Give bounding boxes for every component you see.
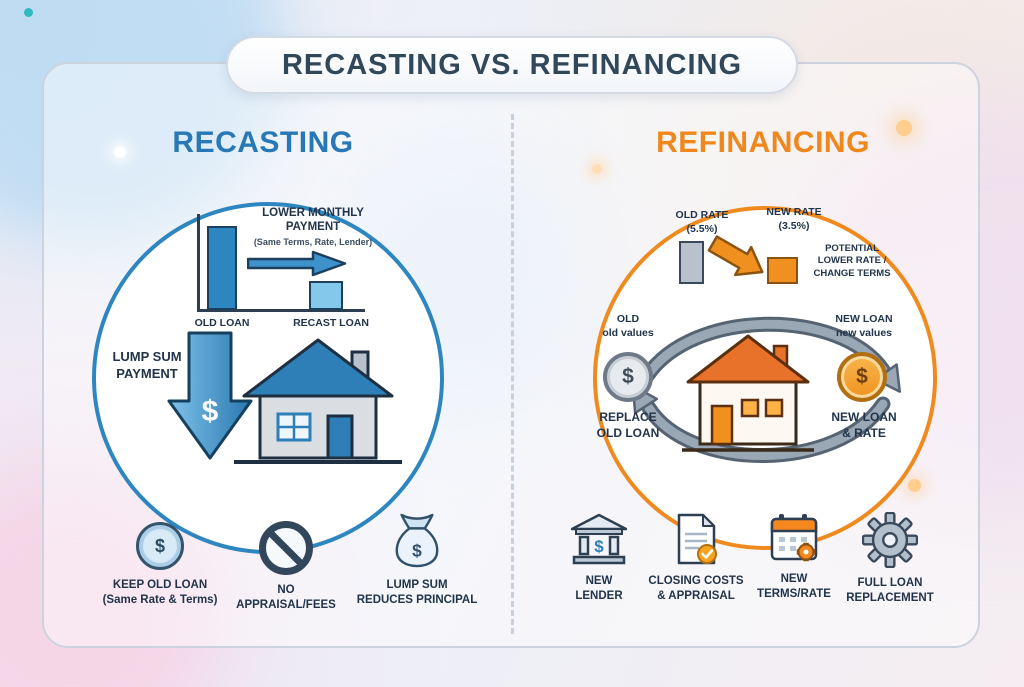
glow-dot-teal [24, 8, 33, 17]
old-loan-coin-icon: $ [603, 352, 653, 402]
benefit-lump-sum-principal: $ LUMP SUM REDUCES PRINCIPAL [344, 512, 490, 608]
gear-icon [862, 512, 918, 568]
new-loan-top-label: NEW LOAN new values [835, 313, 893, 339]
dollar-sign: $ [622, 365, 634, 388]
lump-sum-label: LUMP SUM PAYMENT [112, 349, 182, 381]
recasting-chart-caption: LOWER MONTHLY PAYMENT (Same Terms, Rate,… [228, 206, 398, 247]
refinancing-house-icon [682, 334, 814, 452]
replace-old-loan-label: REPLACE OLD LOAN [596, 410, 660, 440]
old-rate-bar [679, 241, 704, 284]
no-symbol-slash [267, 530, 305, 567]
bank-icon: $ [571, 513, 627, 565]
benefit-keep-old-loan: $ KEEP OLD LOAN (Same Rate & Terms) [78, 522, 242, 608]
recasting-house-icon [234, 338, 402, 464]
feature-label: FULL LOAN REPLACEMENT [846, 577, 934, 604]
old-loan-bar-label: OLD LOAN [194, 317, 250, 329]
new-loan-coin-icon: $ [837, 352, 887, 402]
glow-dot-white [114, 146, 126, 158]
dollar-sign: $ [154, 535, 165, 556]
payment-decrease-arrow-icon [247, 250, 347, 277]
glow-dot-orange [908, 479, 921, 492]
title-banner: RECASTING VS. REFINANCING [226, 36, 798, 94]
chart-subcaption-text: (Same Terms, Rate, Lender) [253, 236, 373, 247]
benefit-label: KEEP OLD LOAN (Same Rate & Terms) [102, 579, 218, 606]
dollar-coin-icon: $ [136, 522, 184, 570]
closing-document-icon [677, 513, 717, 565]
dollar-sign: $ [856, 365, 868, 388]
feature-full-replacement: FULL LOAN REPLACEMENT [834, 512, 946, 606]
new-rate-bar [767, 257, 798, 284]
chart-x-axis [197, 309, 365, 312]
old-rate-label: OLD RATE (5.5%) [675, 209, 729, 235]
dollar-sign: $ [412, 540, 422, 560]
calendar-gear-icon [770, 514, 818, 562]
glow-dot-orange [896, 120, 912, 136]
recasting-heading: RECASTING [172, 126, 354, 159]
money-bag-icon: $ [395, 513, 439, 568]
old-loan-top-label: OLD old values [602, 313, 654, 339]
recast-loan-bar-label: RECAST LOAN [293, 317, 369, 329]
feature-label: NEW LENDER [575, 575, 623, 602]
feature-new-lender: $ NEW LENDER [545, 512, 653, 604]
rate-note: POTENTIAL LOWER RATE / CHANGE TERMS [813, 243, 891, 279]
lump-sum-down-arrow-icon: $ [167, 331, 253, 460]
dollar-sign: $ [202, 395, 219, 428]
new-loan-rate-label: NEW LOAN & RATE [831, 410, 897, 440]
rate-drop-arrow-icon [707, 235, 764, 277]
benefit-label: LUMP SUM REDUCES PRINCIPAL [356, 579, 478, 606]
new-rate-label: NEW RATE (3.5%) [766, 206, 822, 232]
benefit-label: NO APPRAISAL/FEES [236, 584, 336, 611]
feature-label: NEW TERMS/RATE [757, 573, 831, 600]
feature-closing-costs: CLOSING COSTS & APPRAISAL [638, 512, 754, 604]
no-symbol-icon [259, 521, 313, 575]
chart-y-axis [197, 214, 200, 312]
feature-label: CLOSING COSTS & APPRAISAL [648, 575, 744, 602]
loan-cycle-arrows-icon [631, 316, 902, 463]
feature-new-terms-rate: NEW TERMS/RATE [740, 512, 848, 602]
dollar-sign: $ [594, 537, 604, 556]
center-divider [511, 114, 514, 634]
benefit-no-appraisal-fees: NO APPRAISAL/FEES [216, 521, 356, 613]
chart-caption-text: LOWER MONTHLY PAYMENT [262, 207, 364, 234]
old-loan-bar [207, 226, 237, 310]
glow-dot-orange [592, 164, 602, 174]
refinancing-heading: REFINANCING [656, 126, 870, 159]
recast-loan-bar [309, 281, 343, 310]
page-title: RECASTING VS. REFINANCING [281, 48, 743, 81]
